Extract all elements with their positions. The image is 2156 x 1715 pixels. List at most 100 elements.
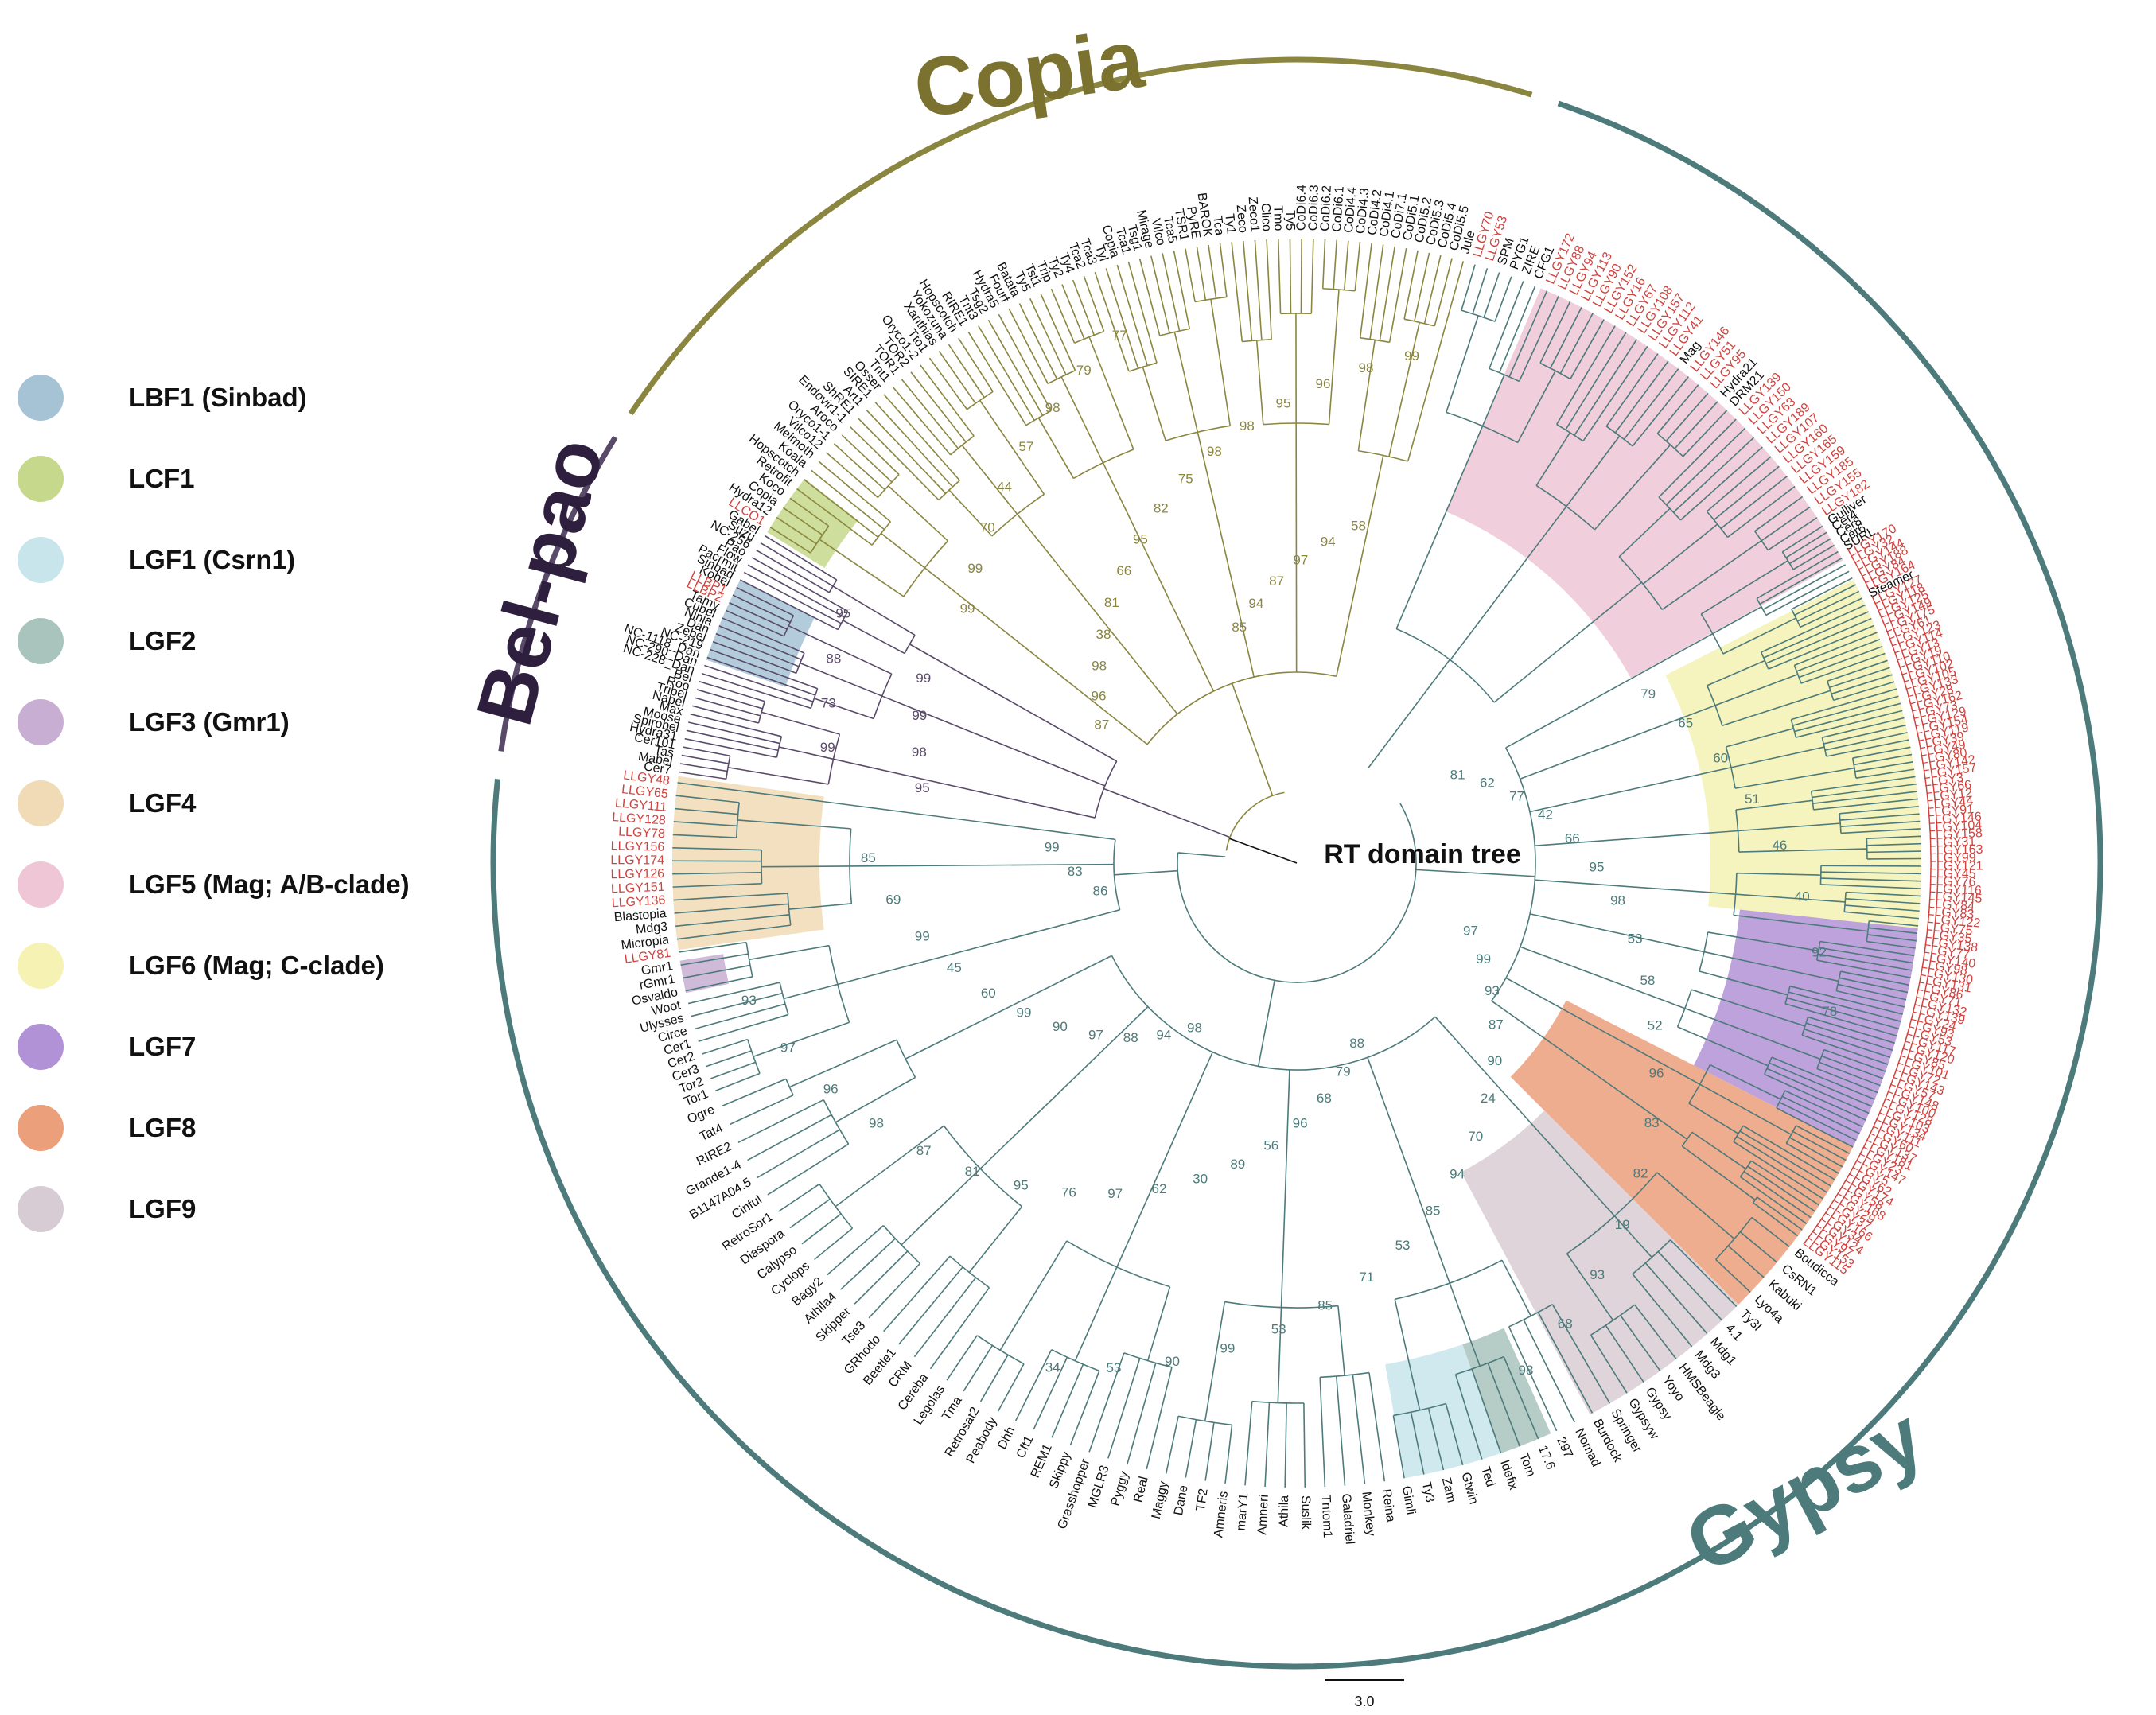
legend-label: LGF6 (Mag; C-clade) bbox=[129, 951, 384, 980]
branch bbox=[1757, 1196, 1803, 1231]
branch bbox=[1800, 597, 1863, 628]
branch bbox=[929, 1287, 990, 1370]
support-value: 19 bbox=[1615, 1217, 1630, 1232]
branch bbox=[1767, 517, 1818, 551]
branch bbox=[814, 1227, 853, 1261]
support-value: 93 bbox=[741, 993, 757, 1008]
branch bbox=[1280, 1069, 1290, 1308]
tip-label: LLGY3 bbox=[1924, 771, 1965, 789]
support-value: 99 bbox=[1017, 1005, 1032, 1021]
support-value: 96 bbox=[1293, 1115, 1308, 1130]
branch bbox=[840, 1238, 896, 1290]
branch bbox=[1018, 303, 1058, 379]
tip-label: LLGY45 bbox=[1929, 867, 1976, 881]
support-value: 95 bbox=[1014, 1177, 1029, 1192]
branch bbox=[946, 1335, 978, 1381]
branch bbox=[765, 535, 838, 581]
clade-shade-lgf2 bbox=[1462, 1328, 1551, 1454]
clade-shades bbox=[672, 288, 1922, 1479]
branch bbox=[747, 564, 845, 618]
branch bbox=[1665, 392, 1709, 441]
branch bbox=[833, 443, 885, 491]
support-value: 94 bbox=[1156, 1028, 1171, 1043]
branch bbox=[1750, 1160, 1820, 1206]
branch bbox=[814, 698, 874, 720]
tip-label: CoDi4.4 bbox=[1342, 186, 1360, 233]
branch bbox=[1508, 290, 1548, 378]
branch bbox=[818, 461, 891, 523]
branch bbox=[1266, 239, 1272, 340]
tip-label: LLGY121 bbox=[1929, 859, 1983, 873]
branch bbox=[1852, 746, 1911, 759]
branch bbox=[1505, 977, 1701, 1085]
branch bbox=[1446, 315, 1479, 413]
branch bbox=[1868, 927, 1918, 935]
branch bbox=[881, 695, 1106, 787]
branch bbox=[675, 913, 790, 928]
branch bbox=[788, 624, 893, 675]
tip-label: LLGY136 bbox=[611, 893, 666, 910]
branch bbox=[998, 313, 1052, 411]
branch bbox=[1489, 281, 1524, 369]
branch bbox=[1352, 1375, 1366, 1484]
support-value: 34 bbox=[1045, 1360, 1060, 1375]
branch bbox=[1844, 904, 1920, 912]
branch bbox=[1840, 828, 1921, 834]
branch bbox=[1699, 1083, 1792, 1135]
legend-label: LGF4 bbox=[129, 788, 197, 818]
branch bbox=[1146, 1367, 1173, 1470]
legend-label: LGF7 bbox=[129, 1032, 197, 1061]
support-value: 66 bbox=[1565, 830, 1580, 846]
support-value: 98 bbox=[912, 745, 927, 760]
legend-label: LGF3 (Gmr1) bbox=[129, 707, 290, 737]
branch bbox=[800, 662, 882, 697]
branch-arc bbox=[1735, 809, 1740, 853]
tip-label: Ty5 bbox=[1283, 210, 1297, 231]
branch bbox=[679, 763, 728, 772]
branch-arc bbox=[725, 756, 731, 780]
gypsy-arc bbox=[490, 100, 2103, 1670]
tip-label: Ty3 bbox=[1419, 1481, 1437, 1504]
branch bbox=[757, 1129, 840, 1179]
branch-arc bbox=[1556, 423, 1584, 442]
tip-label: LLGY65 bbox=[621, 783, 668, 801]
branch-arc bbox=[1681, 1131, 1693, 1147]
tip-label: Ty1 bbox=[1222, 213, 1238, 235]
support-value: 24 bbox=[1481, 1091, 1496, 1106]
support-value: 75 bbox=[1178, 472, 1193, 487]
tip-label: LLGY66 bbox=[1924, 778, 1972, 797]
branch bbox=[743, 571, 842, 624]
branch bbox=[1733, 1141, 1824, 1200]
support-value: 70 bbox=[1468, 1129, 1483, 1144]
branch bbox=[1829, 667, 1890, 689]
legend-swatch bbox=[18, 618, 64, 664]
branch bbox=[1445, 1403, 1464, 1465]
tip-label: LLGY44 bbox=[1926, 795, 1974, 812]
support-value: 46 bbox=[1772, 838, 1787, 853]
support-value: 51 bbox=[1745, 791, 1760, 807]
tip-label: LLGY78 bbox=[618, 826, 666, 842]
clade-shade-lbf1 bbox=[706, 579, 815, 687]
support-value: 97 bbox=[1293, 553, 1308, 568]
branch bbox=[1819, 1061, 1881, 1087]
branch-arc bbox=[1793, 665, 1802, 684]
branch bbox=[687, 982, 780, 1005]
branch bbox=[715, 632, 800, 667]
branch bbox=[910, 371, 967, 443]
support-value: 95 bbox=[1276, 396, 1291, 411]
branch bbox=[789, 497, 830, 527]
support-value: 58 bbox=[1640, 973, 1655, 988]
clade-shade-lgf9 bbox=[1461, 1110, 1739, 1415]
branch-arc bbox=[1051, 1348, 1100, 1372]
branch bbox=[1788, 991, 1901, 1022]
branch bbox=[1820, 884, 1921, 889]
branch bbox=[674, 903, 789, 914]
scale-bar: 3.0 bbox=[1325, 1679, 1404, 1709]
support-value: 98 bbox=[1045, 400, 1060, 415]
tip-label: Real bbox=[1131, 1476, 1150, 1504]
branch-arc bbox=[1605, 426, 1633, 447]
tip-label: LLGY122 bbox=[1926, 912, 1981, 931]
branch bbox=[924, 567, 1148, 745]
branch bbox=[811, 469, 885, 531]
branch bbox=[1826, 739, 1909, 757]
